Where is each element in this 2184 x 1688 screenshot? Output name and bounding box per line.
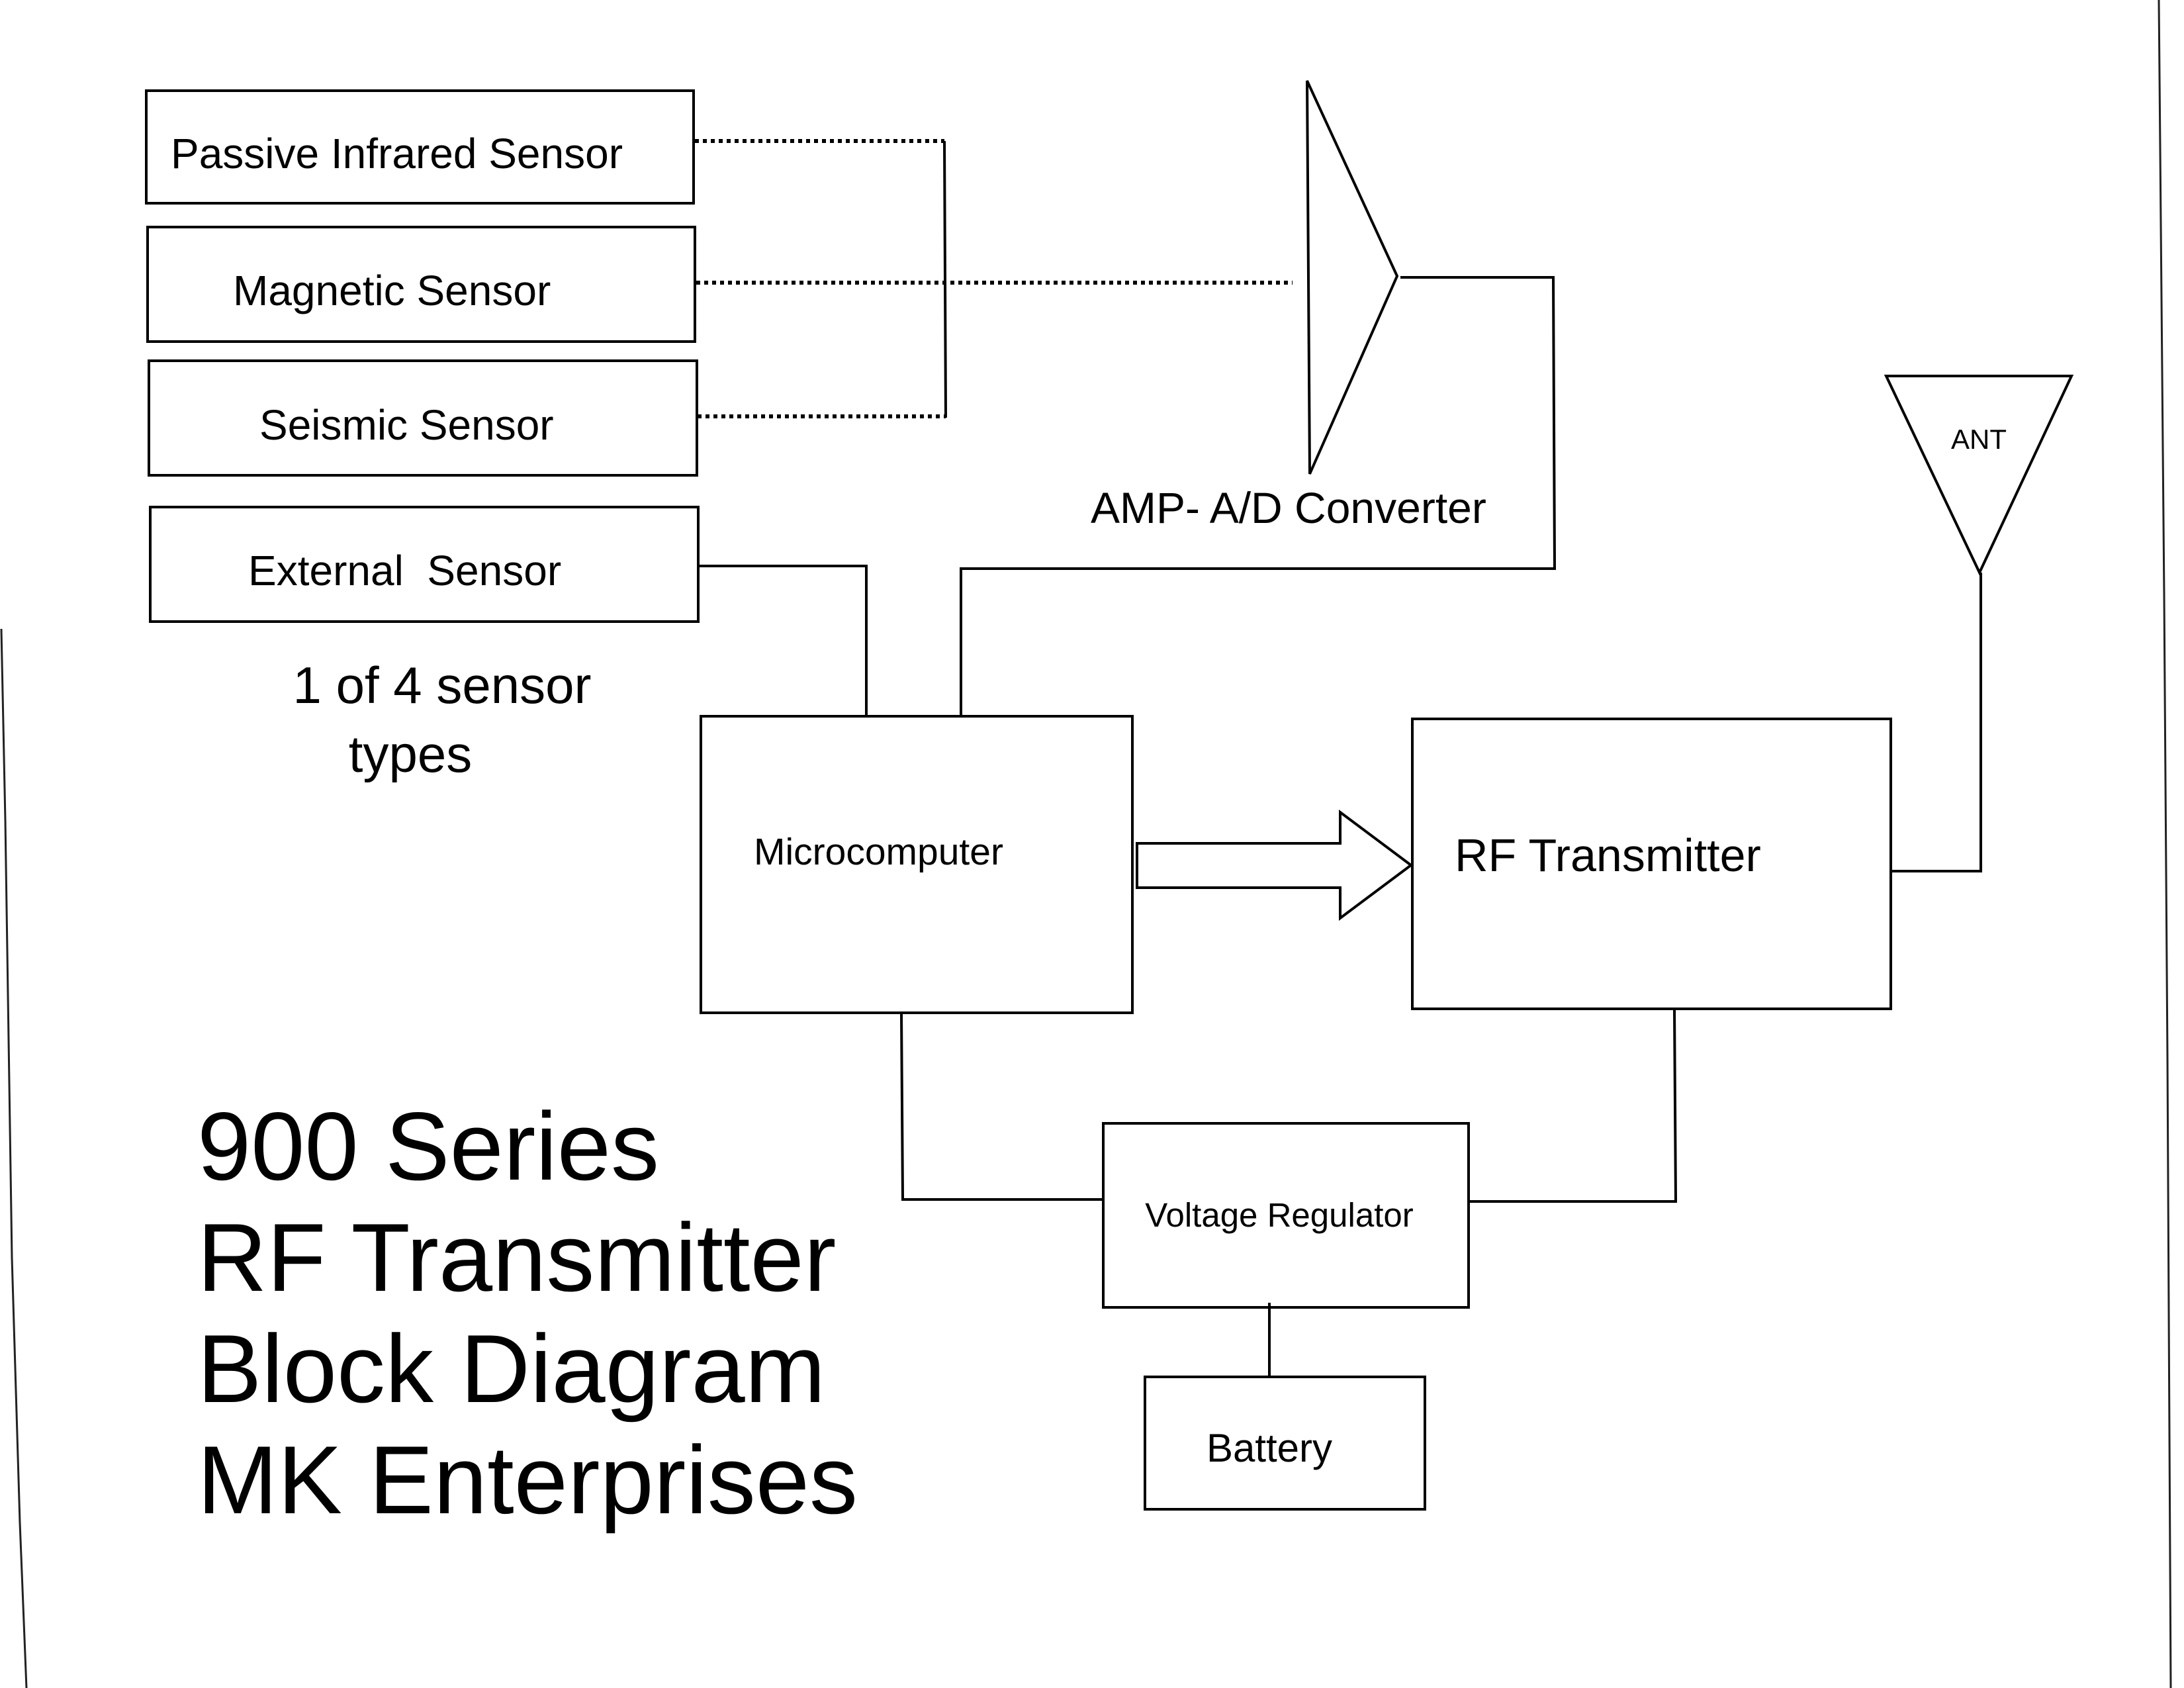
microcomputer-label: Microcomputer xyxy=(754,831,1003,873)
sensor-external: External Sensor xyxy=(149,506,700,623)
sensor-note-line-2: types xyxy=(349,725,472,783)
amp-to-microcomputer-wire xyxy=(960,276,1557,716)
battery-label: Battery xyxy=(1206,1426,1332,1470)
voltage-regulator: Voltage Regulator xyxy=(1102,1122,1470,1309)
sensor-label: Seismic Sensor xyxy=(259,401,554,449)
antenna-label: ANT xyxy=(1951,424,2007,455)
sensor-note-line-1: 1 of 4 sensor xyxy=(293,656,592,714)
regulator-to-microcomputer-wire xyxy=(900,1012,1103,1201)
sensor-bus-vertical xyxy=(943,140,947,418)
battery: Battery xyxy=(1144,1376,1426,1511)
microcomputer-box xyxy=(700,715,1134,1014)
amp-ad-converter: AMP- A/D Converter xyxy=(1091,80,1486,532)
battery-box xyxy=(1144,1376,1426,1511)
antenna: ANT xyxy=(1884,375,2074,576)
block-arrow-icon xyxy=(1136,810,1414,921)
title-line-4: MK Enterprises xyxy=(197,1426,858,1534)
regulator-to-rf-wire xyxy=(1469,1008,1678,1203)
amp-label: AMP- A/D Converter xyxy=(1091,483,1486,532)
rf-transmitter: RF Transmitter xyxy=(1411,718,1892,1010)
sensor-label: Passive Infrared Sensor xyxy=(171,130,623,177)
sensor-box xyxy=(146,226,696,343)
rf-transmitter-box xyxy=(1411,718,1892,1010)
sensor-passive-infrared: Passive Infrared Sensor xyxy=(145,89,695,205)
sensor-label: Magnetic Sensor xyxy=(233,267,551,314)
title-line-1: 900 Series xyxy=(197,1092,659,1200)
title-line-3: Block Diagram xyxy=(197,1315,825,1423)
voltage-regulator-box xyxy=(1102,1122,1470,1309)
amplifier-triangle-icon xyxy=(1306,80,1399,475)
scan-edge-right xyxy=(2158,0,2172,1688)
sensor-box xyxy=(148,359,698,477)
title-block: 900 Series RF Transmitter Block Diagram … xyxy=(197,1092,858,1534)
rf-transmitter-label: RF Transmitter xyxy=(1455,829,1761,881)
sensor-seismic: Seismic Sensor xyxy=(148,359,698,477)
voltage-regulator-label: Voltage Regulator xyxy=(1145,1196,1413,1234)
microcomputer: Microcomputer xyxy=(700,715,1134,1014)
antenna-wire xyxy=(1892,573,1982,872)
sensor-box xyxy=(149,506,700,623)
external-sensor-wire xyxy=(698,565,868,716)
sensor-label: External Sensor xyxy=(248,547,561,594)
title-line-2: RF Transmitter xyxy=(197,1203,836,1311)
sensor-box xyxy=(145,89,695,205)
sensor-magnetic: Magnetic Sensor xyxy=(146,226,696,343)
antenna-triangle-icon xyxy=(1884,375,2074,576)
scan-edge-left xyxy=(0,628,28,1688)
